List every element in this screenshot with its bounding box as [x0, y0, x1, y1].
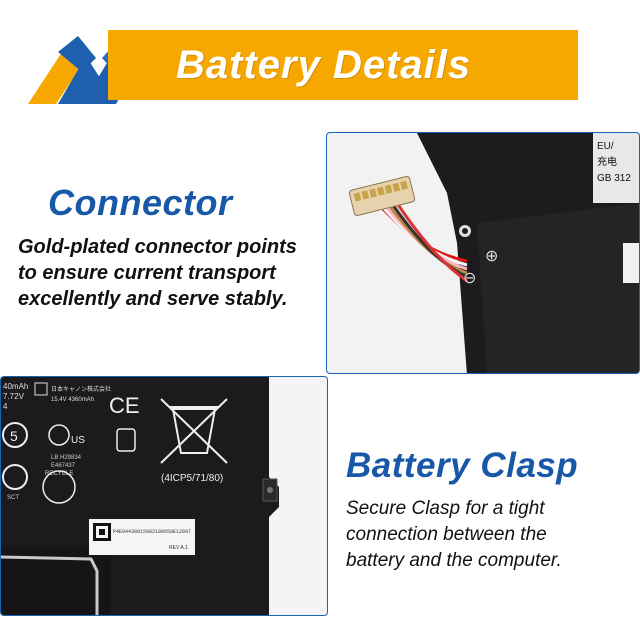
- sct-mark: SCT: [7, 495, 19, 501]
- page-title: Battery Details: [176, 42, 472, 87]
- label-text: EU/: [597, 141, 614, 152]
- label-text: GB 312: [597, 173, 631, 184]
- lab-code: E467437: [51, 463, 76, 469]
- model-code: (4ICP5/71/80): [161, 473, 223, 484]
- title-banner: Battery Details: [108, 30, 578, 100]
- connector-description: Gold-plated connector points to ensure c…: [18, 234, 318, 312]
- connector-photo: EU/ 充电 GB 312 ⊕ ⊖: [326, 132, 640, 374]
- small-text: 15.4V 4360mAh: [51, 397, 94, 403]
- label-text: 充电: [597, 155, 617, 168]
- weee-bin-icon: [160, 398, 228, 464]
- clasp-heading: Battery Clasp: [346, 446, 579, 485]
- small-text: 日本キャノン株式会社: [51, 385, 111, 393]
- clasp-description: Secure Clasp for a tight connection betw…: [346, 496, 636, 574]
- rating-text: 7.72V: [3, 392, 25, 401]
- rating-text: 40mAh: [3, 382, 28, 391]
- connector-line: excellently and serve stably.: [18, 288, 288, 310]
- connector-illustration: EU/ 充电 GB 312 ⊕ ⊖: [348, 133, 639, 373]
- us-mark: US: [71, 435, 85, 446]
- connector-heading: Connector: [48, 182, 233, 223]
- rating-text: 4: [3, 402, 8, 411]
- clasp-line: Secure Clasp for a tight: [346, 498, 545, 519]
- battery-label-photo: 40mAh 7.72V 4 日本キャノン株式会社 15.4V 4360mAh C…: [0, 376, 328, 616]
- plus-icon: ⊕: [485, 246, 498, 265]
- battery-label-illustration: 40mAh 7.72V 4 日本キャノン株式会社 15.4V 4360mAh C…: [1, 377, 279, 615]
- rev-text: REV A.1: [169, 545, 188, 551]
- barcode-text: P4E94438815982180659E12097: [113, 529, 191, 535]
- recycle-mark: RECYCLE: [45, 471, 73, 477]
- connector-line: to ensure current transport: [18, 262, 276, 284]
- lab-code: LB H29834: [51, 455, 82, 461]
- clasp-line: battery and the computer.: [346, 550, 562, 571]
- minus-icon: ⊖: [463, 268, 476, 287]
- clasp-line: connection between the: [346, 524, 547, 545]
- connector-line: Gold-plated connector points: [18, 236, 297, 258]
- ce-mark-icon: CE: [109, 393, 140, 418]
- svg-text:5: 5: [10, 428, 18, 444]
